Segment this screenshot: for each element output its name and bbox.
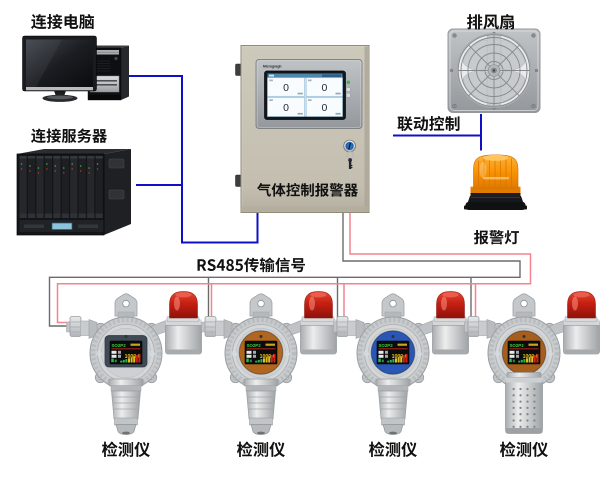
wire-bus-a	[48, 212, 521, 327]
beacon-skirt	[470, 186, 521, 193]
fan-label: 排风扇	[467, 13, 516, 32]
beacon-dome	[473, 154, 519, 189]
ex-mark-right: Ex	[416, 352, 422, 358]
ex-mark-left: Ex	[363, 352, 369, 358]
gas-detector-1: Ex Ex 检测仪	[67, 292, 202, 457]
wiring	[48, 75, 532, 327]
fan-grill	[457, 34, 531, 107]
fan-rotor	[457, 34, 531, 107]
key-lock	[343, 139, 356, 180]
detector-label-text: 检测仪	[500, 439, 548, 457]
ex-mark-left: Ex	[231, 352, 237, 358]
hmi-screen-header	[267, 73, 343, 78]
wire-bus-b-drop-2	[210, 283, 216, 323]
monitor-screen	[26, 39, 93, 87]
ex-mark-right: Ex	[547, 352, 553, 358]
controller-screen-value: 0	[283, 82, 289, 94]
ex-mark-right: Ex	[149, 352, 155, 358]
controller-screen-value: 0	[321, 82, 327, 94]
ex-mark-right: Ex	[284, 352, 290, 358]
hmi-brand: Microgragh	[263, 65, 281, 69]
rs485-label: RS485传输信号	[197, 257, 308, 275]
wire-bus-b-drop-3	[343, 283, 348, 323]
wire-bus-b	[56, 212, 532, 324]
controller-screen-value: 0	[283, 102, 289, 114]
linkage-label-text: 联动控制	[398, 116, 461, 134]
hmi-button-2	[346, 92, 351, 98]
server-label-glyphs	[31, 128, 108, 144]
server-display	[51, 222, 73, 230]
wire-computer-to-controller	[129, 75, 259, 244]
server	[16, 149, 131, 236]
ex-mark-left: Ex	[96, 352, 102, 358]
hmi-screen-grid: 0 0 0 0	[267, 77, 343, 117]
beacon-label: 报警灯	[473, 229, 520, 247]
beacon-label-text: 报警灯	[474, 230, 520, 247]
alarm-beacon	[464, 154, 527, 210]
controller-label-text: 气体控制报警器	[257, 182, 359, 199]
key-shaft	[348, 160, 352, 169]
gas-detector-3: Ex Ex 检测仪	[334, 292, 469, 457]
controller-label: 气体控制报警器	[257, 182, 359, 199]
hmi-button-1	[346, 87, 351, 92]
computer-label: 连接电脑	[31, 13, 95, 32]
detector-label-text: 检测仪	[102, 439, 150, 457]
rs485-label-glyphs	[197, 257, 306, 273]
computer	[22, 35, 129, 102]
server-label-text: 连接服务器	[31, 129, 107, 146]
fan-label-text: 排风扇	[467, 14, 516, 32]
beacon-base	[465, 202, 526, 210]
gas-detector-2: Ex Ex 检测仪	[202, 292, 337, 457]
tower-power-button	[114, 56, 118, 61]
hmi-led	[346, 80, 350, 85]
hmi-panel: Microgragh 0 0 0 0	[255, 59, 363, 129]
controller-screen-value: 0	[321, 102, 327, 114]
ex-mark-left: Ex	[494, 352, 500, 358]
detector-label-text: 检测仪	[237, 439, 285, 457]
monitor-chin	[26, 87, 93, 91]
computer-label-text: 连接电脑	[31, 14, 95, 32]
linkage-label-glyphs	[397, 115, 460, 132]
computer-monitor	[22, 35, 97, 102]
gas-detector-4: Ex Ex 检测仪	[465, 292, 600, 457]
detector-label-text: 检测仪	[369, 439, 417, 457]
beacon-brand	[483, 177, 509, 180]
linkage-label: 联动控制	[397, 115, 461, 134]
controller-label-glyphs	[257, 182, 359, 197]
server-blades	[19, 156, 103, 218]
exhaust-fan	[447, 28, 541, 113]
fan-label-glyphs	[467, 13, 515, 30]
computer-label-glyphs	[31, 13, 95, 30]
beacon-label-glyphs	[473, 229, 519, 245]
rs485-label-text: RS485传输信号	[198, 257, 308, 275]
server-label: 连接服务器	[31, 128, 108, 146]
